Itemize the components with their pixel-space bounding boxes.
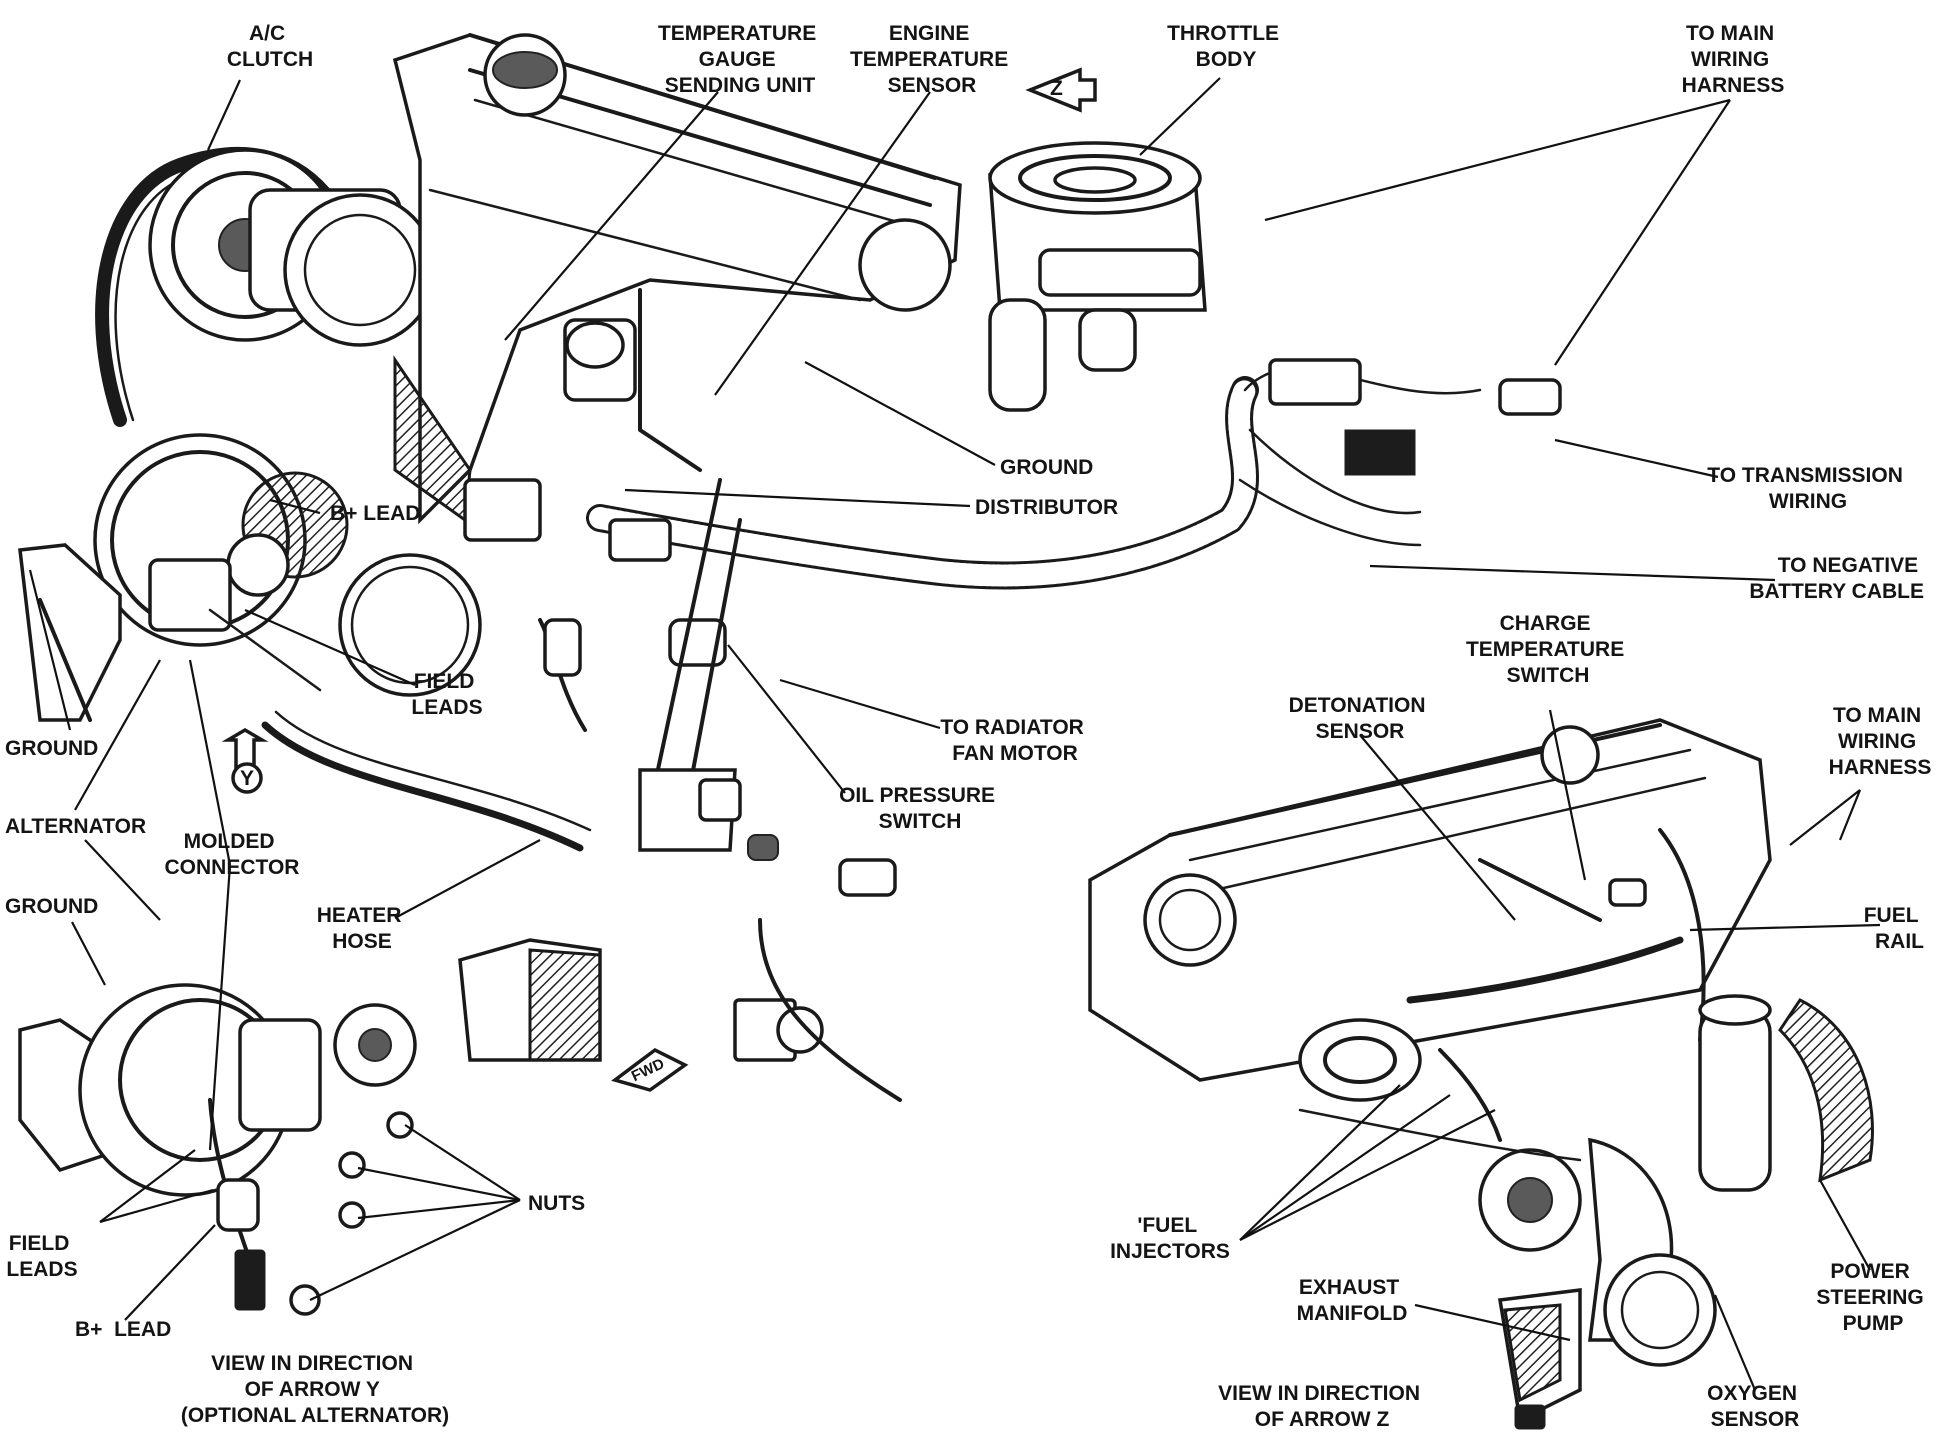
- label-power-steering-pump: POWER STEERING PUMP: [1816, 1260, 1929, 1335]
- leader-lines: [28, 77, 1881, 1391]
- label-distributor: DISTRIBUTOR: [975, 496, 1118, 519]
- label-temperature-gauge-sending-unit: TEMPERATURE GAUGE SENDING UNIT: [658, 22, 822, 97]
- label-ground-inset-y: GROUND: [5, 895, 98, 918]
- label-fuel-injectors: 'FUEL INJECTORS: [1110, 1214, 1230, 1263]
- label-nuts: NUTS: [528, 1192, 585, 1215]
- label-exhaust-manifold: EXHAUST MANIFOLD: [1297, 1276, 1408, 1325]
- label-ac-clutch: A/C CLUTCH: [227, 22, 313, 71]
- label-engine-temperature-sensor: ENGINE TEMPERATURE SENSOR: [850, 22, 1014, 97]
- label-to-negative-battery-cable: TO NEGATIVE BATTERY CABLE: [1749, 554, 1924, 603]
- label-oil-pressure-switch: OIL PRESSURE SWITCH: [839, 784, 1001, 833]
- label-oxygen-sensor: OXYGEN SENSOR: [1707, 1382, 1803, 1431]
- arrow-z-letter: Z: [1050, 77, 1063, 100]
- label-molded-connector: MOLDED CONNECTOR: [165, 830, 300, 879]
- label-field-leads-main: FIELD LEADS: [411, 670, 482, 719]
- arrow-y-letter: Y: [240, 767, 254, 790]
- label-b-plus-lead-main: B+ LEAD: [330, 502, 420, 525]
- label-view-arrow-z: VIEW IN DIRECTION OF ARROW Z: [1218, 1382, 1426, 1431]
- label-heater-hose: HEATER HOSE: [317, 904, 408, 953]
- inset-view-arrow-z-engine: [1088, 718, 1874, 1430]
- label-to-transmission-wiring: TO TRANSMISSION WIRING: [1707, 464, 1908, 513]
- arrow-z-marker: Z: [1025, 67, 1097, 113]
- label-alternator: ALTERNATOR: [5, 815, 146, 838]
- fwd-arrow-marker: FWD: [611, 1047, 689, 1092]
- callout-labels: A/C CLUTCH TEMPERATURE GAUGE SENDING UNI…: [5, 22, 1931, 1431]
- label-view-arrow-y: VIEW IN DIRECTION OF ARROW Y (OPTIONAL A…: [181, 1352, 449, 1427]
- inset-view-arrow-y-alternator: [18, 983, 417, 1316]
- label-field-leads-inset-y: FIELD LEADS: [6, 1232, 77, 1281]
- arrow-y-marker: Y: [221, 727, 269, 794]
- label-to-radiator-fan-motor: TO RADIATOR FAN MOTOR: [940, 716, 1089, 765]
- main-engine-illustration: Z Y FWD: [18, 33, 1562, 1102]
- label-detonation-sensor: DETONATION SENSOR: [1289, 694, 1432, 743]
- label-charge-temperature-switch: CHARGE TEMPERATURE SWITCH: [1466, 612, 1630, 687]
- label-throttle-body: THROTTLE BODY: [1167, 22, 1285, 71]
- label-to-main-wiring-harness-top: TO MAIN WIRING HARNESS: [1682, 22, 1785, 97]
- label-ground-left: GROUND: [5, 737, 98, 760]
- label-ground-main: GROUND: [1000, 456, 1093, 479]
- label-b-plus-lead-inset-y: B+ LEAD: [75, 1318, 171, 1341]
- label-fuel-rail: FUEL RAIL: [1864, 904, 1924, 953]
- label-to-main-wiring-harness-inset-z: TO MAIN WIRING HARNESS: [1829, 704, 1932, 779]
